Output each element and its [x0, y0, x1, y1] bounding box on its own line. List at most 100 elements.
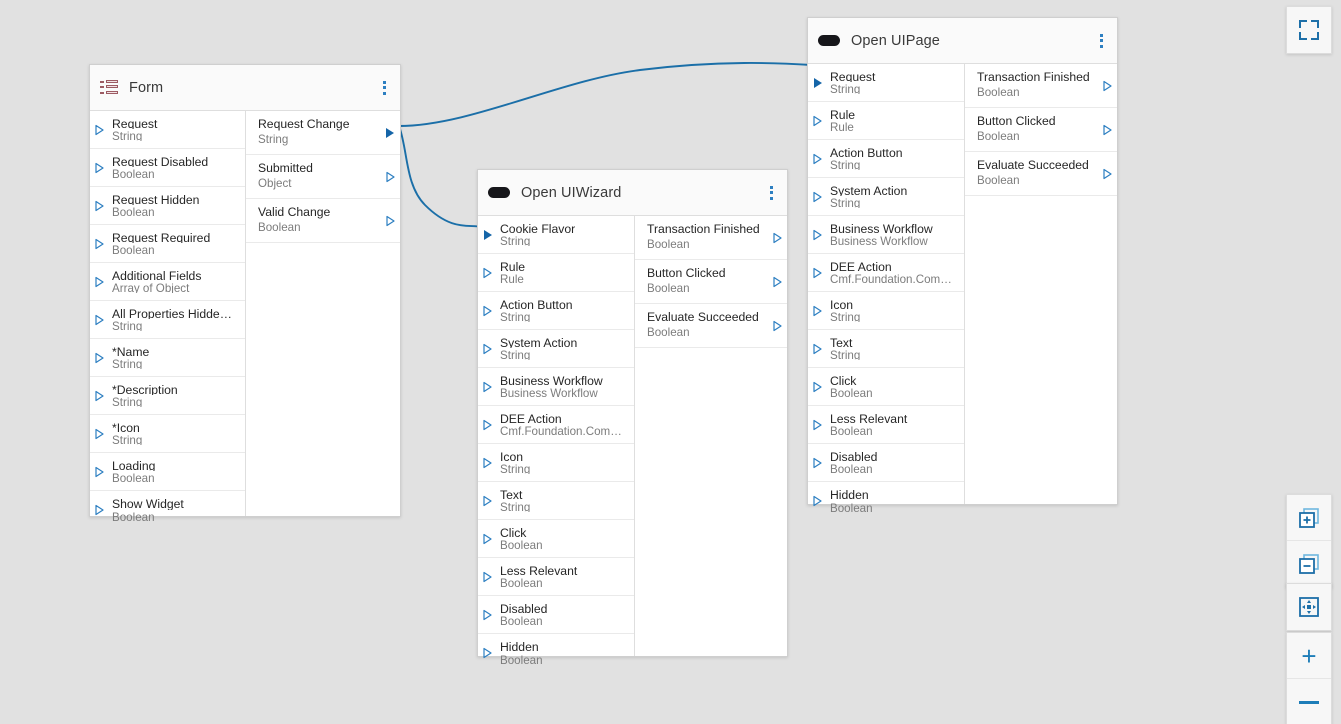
port-triangle-hollow[interactable]	[483, 533, 492, 544]
port-triangle-hollow[interactable]	[1103, 124, 1112, 135]
port-triangle-hollow[interactable]	[1103, 168, 1112, 179]
kebab-menu-icon[interactable]	[763, 183, 779, 203]
node-header[interactable]: Open UIWizard	[478, 170, 787, 216]
port-triangle-hollow[interactable]	[95, 162, 104, 173]
port-triangle-hollow[interactable]	[483, 647, 492, 659]
kebab-menu-icon[interactable]	[1093, 31, 1109, 51]
port-triangle-hollow[interactable]	[483, 495, 492, 506]
port-triangle-hollow[interactable]	[483, 609, 492, 620]
port-triangle-filled[interactable]	[386, 127, 394, 138]
fit-to-view-button[interactable]	[1287, 584, 1331, 630]
port-triangle-hollow[interactable]	[95, 314, 104, 325]
port-triangle-hollow[interactable]	[95, 238, 104, 249]
port-triangle-hollow[interactable]	[773, 232, 782, 243]
port-triangle-hollow[interactable]	[95, 352, 104, 363]
port-triangle-hollow[interactable]	[773, 276, 782, 287]
port-triangle-hollow[interactable]	[813, 153, 822, 164]
port-triangle-hollow[interactable]	[813, 191, 822, 202]
collapse-all-button[interactable]	[1287, 541, 1331, 587]
port-triangle-filled[interactable]	[484, 229, 492, 240]
port-triangle-hollow[interactable]	[483, 419, 492, 430]
port-triangle-hollow[interactable]	[813, 419, 822, 430]
input-port-row[interactable]: All Properties Hidden M…String	[90, 301, 245, 339]
node-header[interactable]: Open UIPage	[808, 18, 1117, 64]
port-triangle-hollow[interactable]	[813, 495, 822, 507]
port-triangle-hollow[interactable]	[813, 305, 822, 316]
port-triangle-hollow[interactable]	[813, 229, 822, 240]
zoom-in-button[interactable]: +	[1287, 633, 1331, 679]
port-triangle-hollow[interactable]	[813, 267, 822, 278]
port-triangle-hollow[interactable]	[483, 571, 492, 582]
port-triangle-filled[interactable]	[814, 77, 822, 88]
port-triangle-hollow[interactable]	[483, 457, 492, 468]
port-triangle-hollow[interactable]	[483, 343, 492, 354]
port-triangle-hollow[interactable]	[95, 390, 104, 401]
port-triangle-hollow[interactable]	[483, 267, 492, 278]
port-triangle-hollow[interactable]	[813, 343, 822, 354]
expand-all-button[interactable]	[1287, 495, 1331, 541]
port-triangle-hollow[interactable]	[1103, 80, 1112, 91]
fullscreen-button[interactable]	[1287, 7, 1331, 53]
port-triangle-hollow[interactable]	[483, 305, 492, 316]
port-triangle-hollow[interactable]	[773, 320, 782, 331]
port-triangle-hollow[interactable]	[95, 428, 104, 439]
port-triangle-hollow[interactable]	[813, 457, 822, 468]
port-triangle-hollow[interactable]	[483, 381, 492, 392]
port-triangle-hollow[interactable]	[813, 381, 822, 392]
port-triangle-hollow[interactable]	[386, 171, 395, 182]
port-triangle-hollow[interactable]	[95, 504, 104, 516]
port-triangle-hollow[interactable]	[386, 215, 395, 226]
node-header[interactable]: Form	[90, 65, 400, 111]
port-triangle-hollow[interactable]	[95, 276, 104, 287]
port-triangle-hollow[interactable]	[95, 200, 104, 211]
zoom-out-button[interactable]	[1287, 679, 1331, 724]
port-triangle-hollow[interactable]	[95, 124, 104, 135]
kebab-menu-icon[interactable]	[376, 78, 392, 98]
